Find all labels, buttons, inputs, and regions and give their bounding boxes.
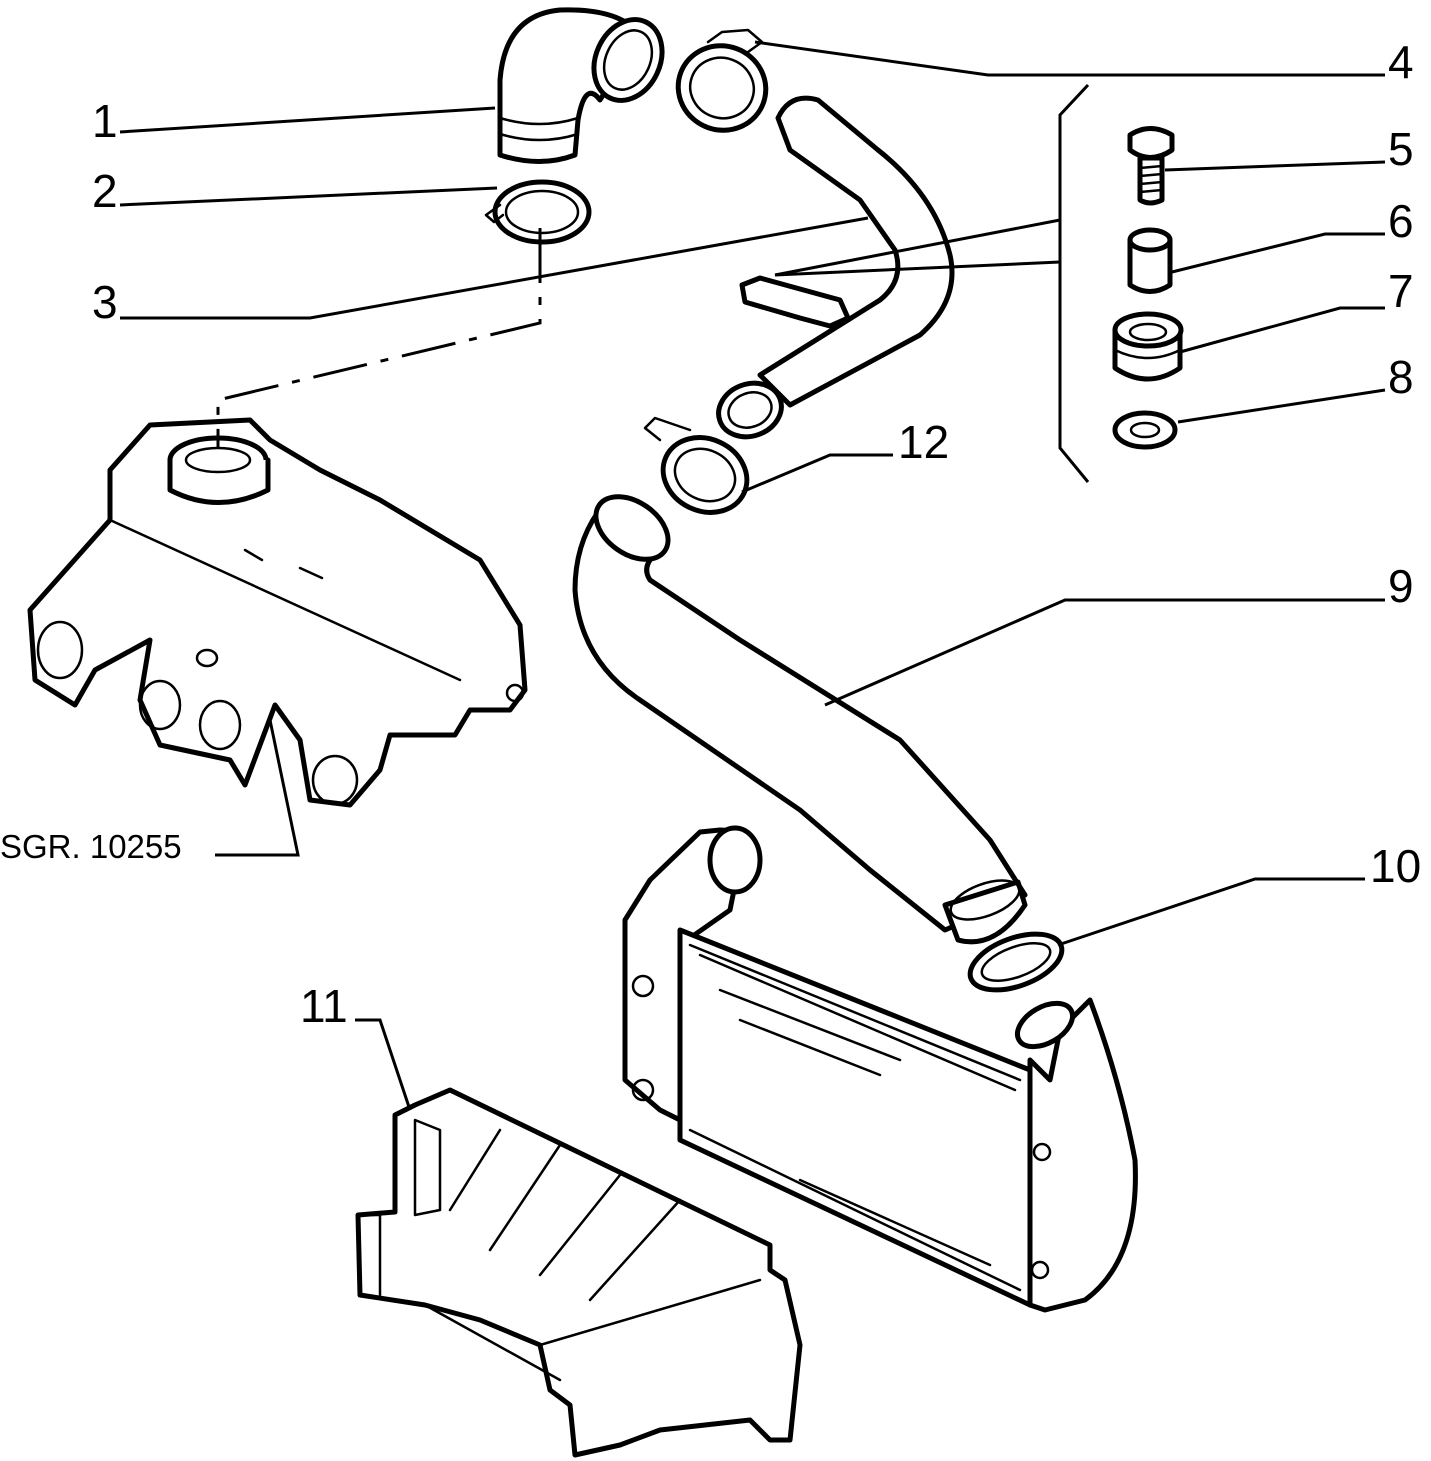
part-3-intake-pipe: [716, 95, 955, 440]
callout-1: 1: [92, 95, 118, 147]
intercooler: [622, 825, 1138, 1313]
part-10-hose-clamp: [967, 931, 1065, 993]
callout-labels: 1 2 3 4 5 6 7 8 9 10 11 12 SGR. 10255: [0, 36, 1421, 1032]
callout-2: 2: [92, 165, 118, 217]
part-1-elbow-hose: [497, 7, 665, 164]
callout-9: 9: [1388, 560, 1414, 612]
callout-6: 6: [1388, 195, 1414, 247]
callout-4: 4: [1388, 36, 1414, 88]
callout-12: 12: [898, 416, 949, 468]
part-4-hose-clamp: [675, 28, 769, 133]
callout-3: 3: [92, 276, 118, 328]
callout-10: 10: [1370, 840, 1421, 892]
intake-manifold: [27, 417, 528, 808]
leader-lines: [119, 40, 1386, 1111]
callout-8: 8: [1388, 351, 1414, 403]
part-11-air-duct: [355, 1087, 803, 1458]
callout-5: 5: [1388, 123, 1414, 175]
part-9-intercooler-hose: [572, 494, 1028, 945]
part-6-spacer: [1127, 227, 1173, 294]
group-bracket: [1058, 83, 1090, 483]
part-8-washer: [1112, 410, 1178, 450]
part-12-hose-clamp: [643, 416, 750, 515]
callout-11: 11: [300, 980, 348, 1032]
part-2-hose-clamp: [484, 179, 592, 245]
part-5-bolt: [1127, 126, 1175, 206]
callout-7: 7: [1388, 265, 1414, 317]
part-7-grommet: [1112, 311, 1184, 382]
reference-code: SGR. 10255: [0, 828, 182, 865]
